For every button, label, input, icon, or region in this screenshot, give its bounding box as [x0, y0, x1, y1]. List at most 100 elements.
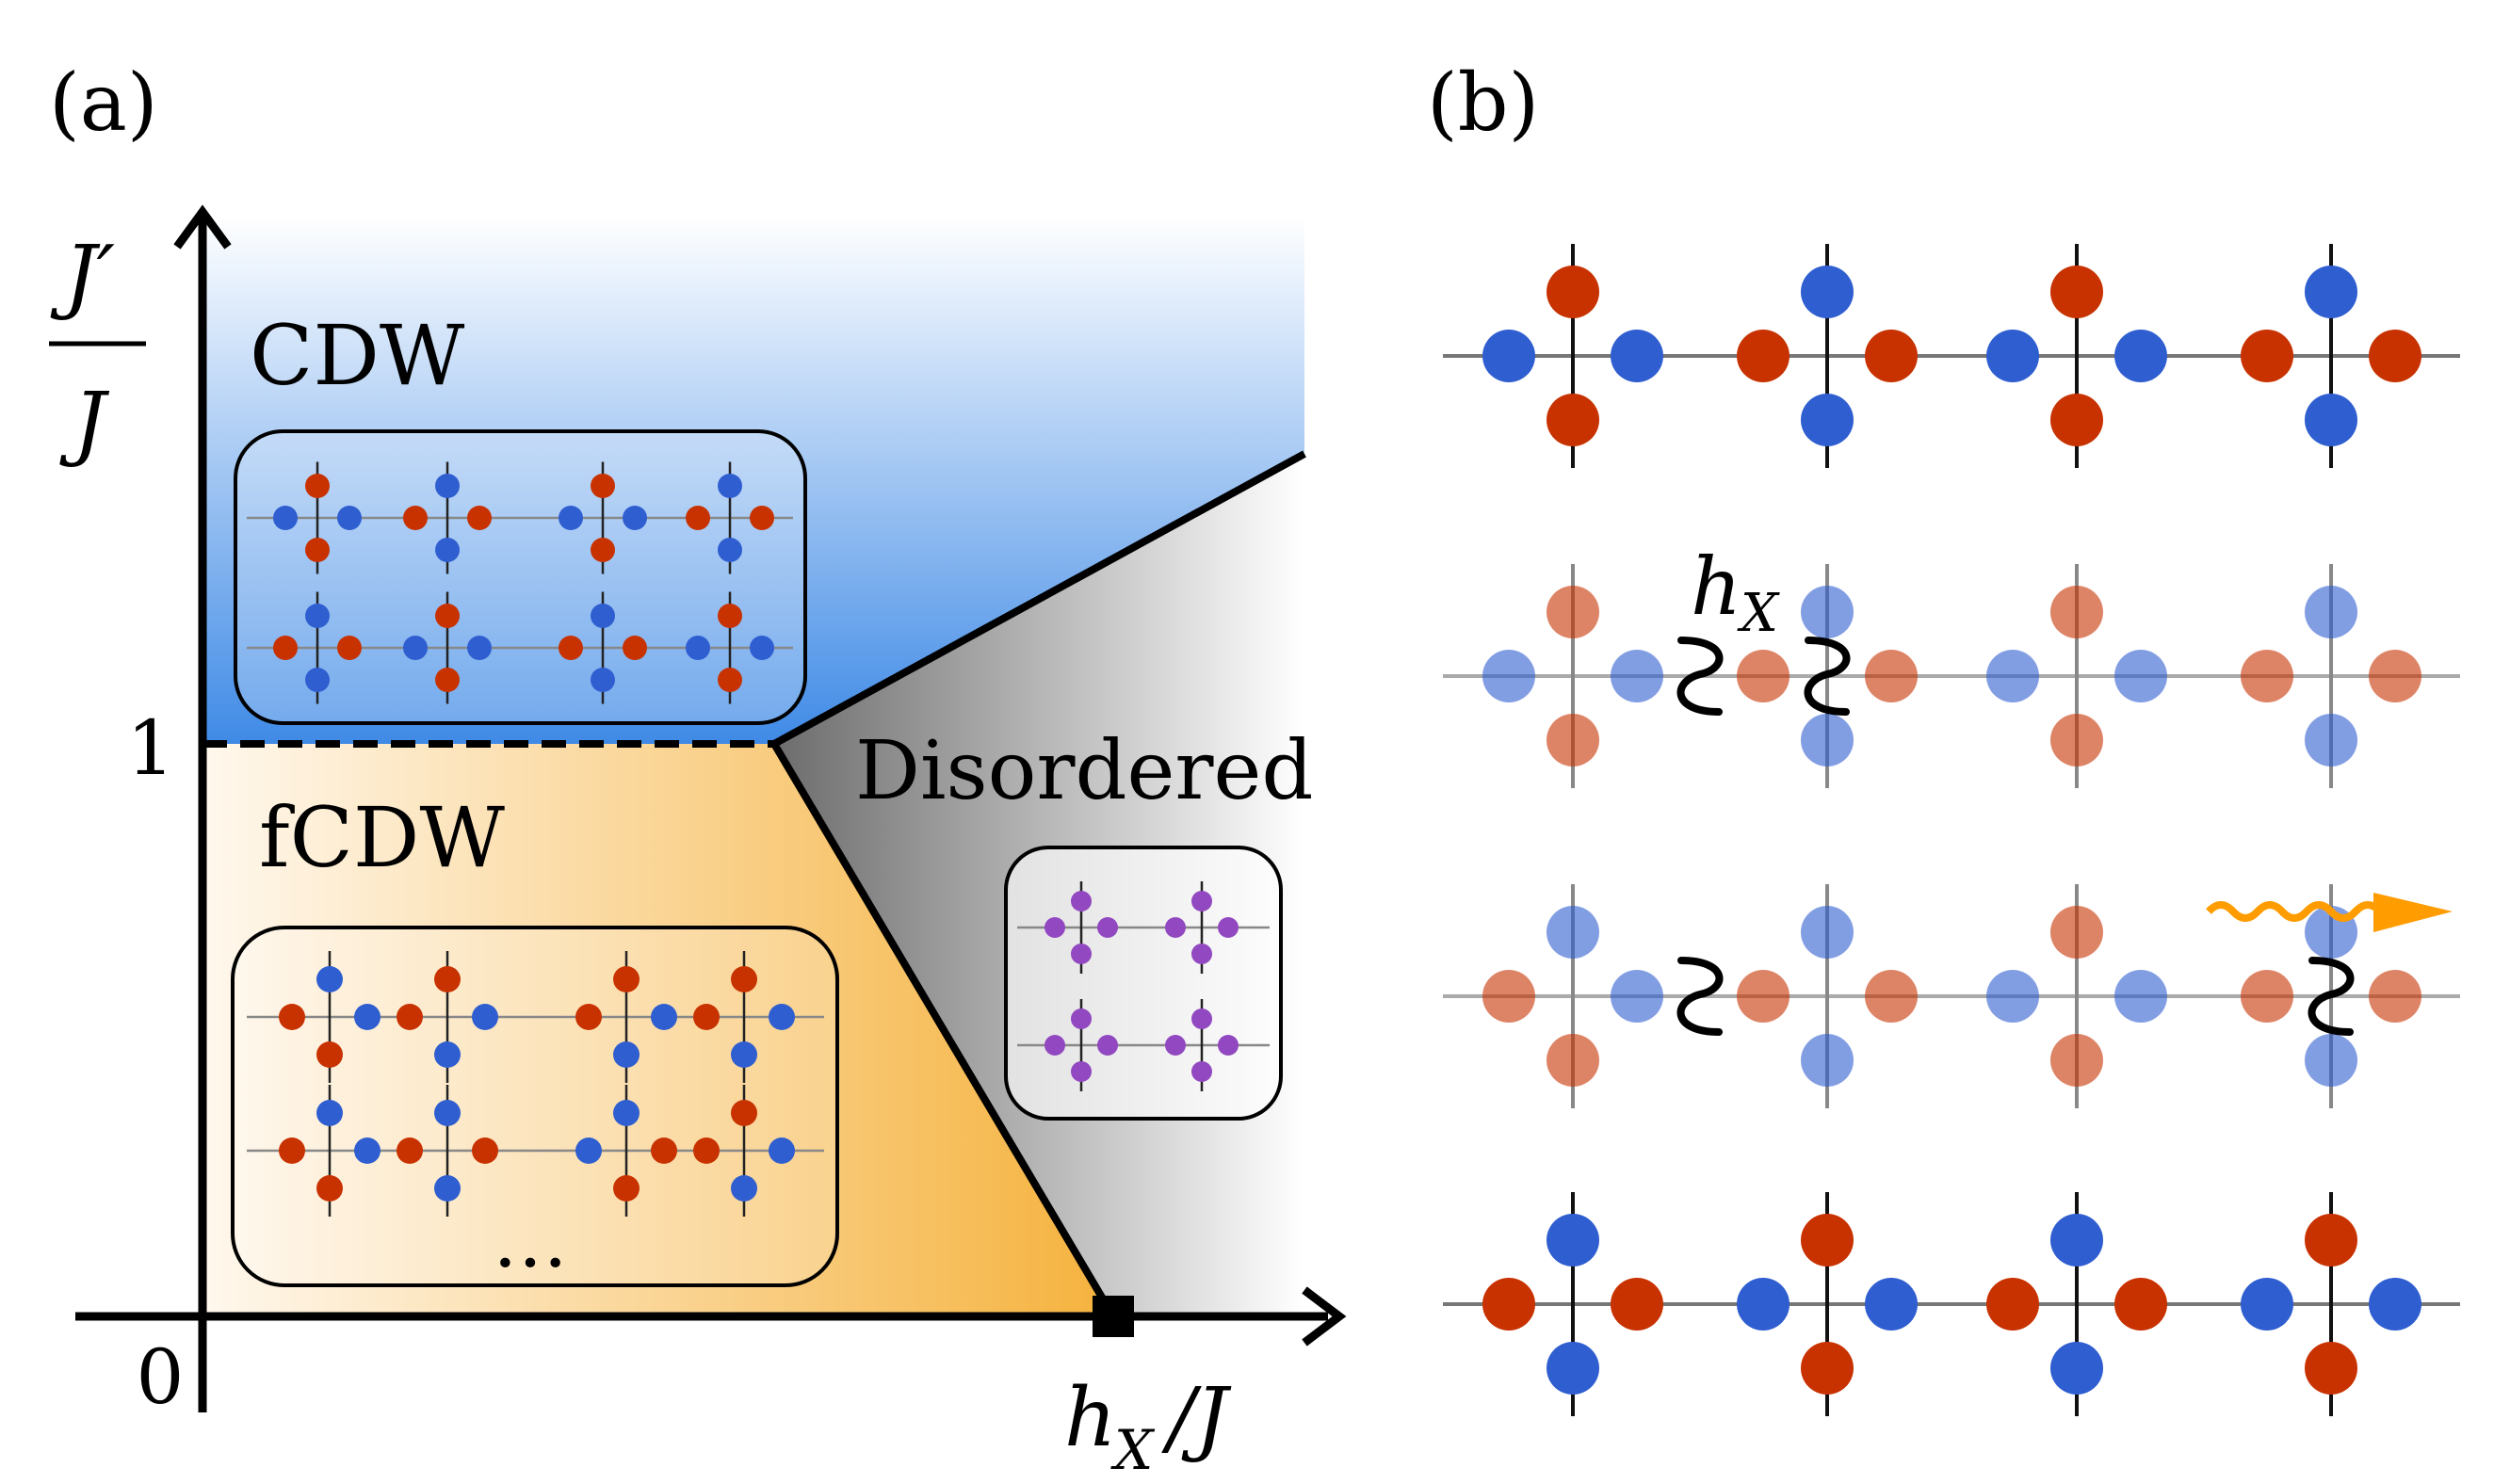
site-left: [397, 1004, 423, 1030]
fcdw-region: [202, 744, 1113, 1316]
site-bottom: [1547, 1034, 1599, 1087]
site-bottom: [1801, 1034, 1854, 1087]
fcdw-inset-lattice: [247, 951, 824, 1217]
site-right: [1097, 917, 1118, 938]
site-bottom: [434, 1041, 461, 1068]
lattice-vertex: [693, 1085, 795, 1217]
site-top: [1547, 906, 1599, 959]
site-bottom: [1191, 944, 1212, 964]
site-right: [769, 1137, 795, 1164]
site-right: [651, 1004, 677, 1030]
field-label: h X: [1691, 540, 1780, 644]
site-top: [1191, 891, 1212, 911]
site-top: [1071, 891, 1092, 911]
site-bottom: [2050, 1034, 2103, 1087]
site-left: [279, 1004, 305, 1030]
site-left: [686, 636, 710, 660]
field-squiggle-icon: [2308, 957, 2355, 1036]
lattice-vertex: [1986, 1192, 2167, 1416]
site-top: [1191, 1008, 1212, 1029]
site-top: [1801, 266, 1854, 318]
site-top: [2050, 586, 2103, 638]
site-top: [434, 1100, 461, 1126]
site-right: [2114, 330, 2167, 382]
lattice-vertex: [559, 591, 647, 704]
lattice-vertex: [559, 461, 647, 574]
site-top: [1801, 1214, 1854, 1266]
lattice-vertex: [686, 461, 774, 574]
panel-b: (b) h X: [1427, 56, 2460, 1416]
lattice-vertex: [2241, 244, 2421, 468]
lattice-vertex: [273, 591, 362, 704]
site-bottom: [591, 668, 615, 692]
panel-b-label: (b): [1427, 56, 1539, 149]
lattice-vertex: [575, 951, 677, 1083]
disordered-label: Disordered: [855, 724, 1313, 818]
site-left: [2241, 330, 2293, 382]
site-top: [435, 604, 460, 628]
site-top: [2305, 266, 2357, 318]
site-top: [1801, 586, 1854, 638]
site-right: [769, 1004, 795, 1030]
site-left: [1986, 330, 2039, 382]
site-top: [434, 966, 461, 992]
site-bottom: [2305, 714, 2357, 766]
photon-emission-wave: [2206, 901, 2383, 922]
site-right: [750, 636, 774, 660]
site-left: [575, 1137, 602, 1164]
site-top: [591, 474, 615, 498]
panel-b-lattice: [1443, 244, 2460, 1416]
site-top: [718, 604, 742, 628]
site-left: [1045, 1035, 1065, 1056]
cdw-disordered-boundary: [772, 450, 1306, 748]
site-bottom: [305, 538, 330, 562]
site-bottom: [435, 668, 460, 692]
site-top: [2305, 1214, 2357, 1266]
site-top: [718, 474, 742, 498]
cdw-inset-lattice: [247, 461, 793, 704]
lattice-vertex: [2241, 1192, 2421, 1416]
site-bottom: [613, 1175, 640, 1202]
site-bottom: [2305, 1342, 2357, 1395]
site-right: [1865, 650, 1918, 702]
site-bottom: [2050, 1342, 2103, 1395]
site-left: [2241, 1278, 2293, 1331]
site-right: [2114, 1278, 2167, 1331]
lattice-vertex: [279, 951, 381, 1083]
site-bottom: [316, 1041, 343, 1068]
site-right: [1218, 1035, 1239, 1056]
site-bottom: [1547, 714, 1599, 766]
lattice-vertex: [1737, 564, 1918, 788]
lattice-vertex: [1986, 244, 2167, 468]
site-left: [1986, 970, 2039, 1023]
site-bottom: [316, 1175, 343, 1202]
site-left: [559, 506, 583, 530]
field-squiggle-icon: [1676, 957, 1724, 1036]
site-bottom: [1071, 1061, 1092, 1082]
site-bottom: [613, 1041, 640, 1068]
cdw-label: CDW: [250, 307, 465, 404]
site-left: [1165, 1035, 1186, 1056]
site-top: [731, 966, 757, 992]
site-top: [1071, 1008, 1092, 1029]
site-bottom: [1801, 1342, 1854, 1395]
site-right: [1611, 330, 1663, 382]
site-top: [305, 474, 330, 498]
lattice-vertex: [1165, 881, 1239, 974]
site-right: [1218, 917, 1239, 938]
site-left: [403, 636, 428, 660]
site-left: [2241, 650, 2293, 702]
field-squiggle-icon: [1676, 637, 1724, 716]
site-left: [273, 506, 298, 530]
lattice-vertex: [403, 591, 492, 704]
site-right: [1865, 330, 1918, 382]
fcdw-inset-ellipsis: …: [493, 1197, 568, 1284]
x-axis-label: h X /J: [1064, 1371, 1232, 1482]
site-right: [2369, 970, 2421, 1023]
field-squiggle-icon: [1804, 637, 1851, 716]
panel-a-label: (a): [49, 56, 158, 149]
cdw-inset: [234, 429, 807, 725]
y-axis-label-denominator: J: [59, 376, 110, 470]
lattice-vertex: [1737, 884, 1918, 1108]
